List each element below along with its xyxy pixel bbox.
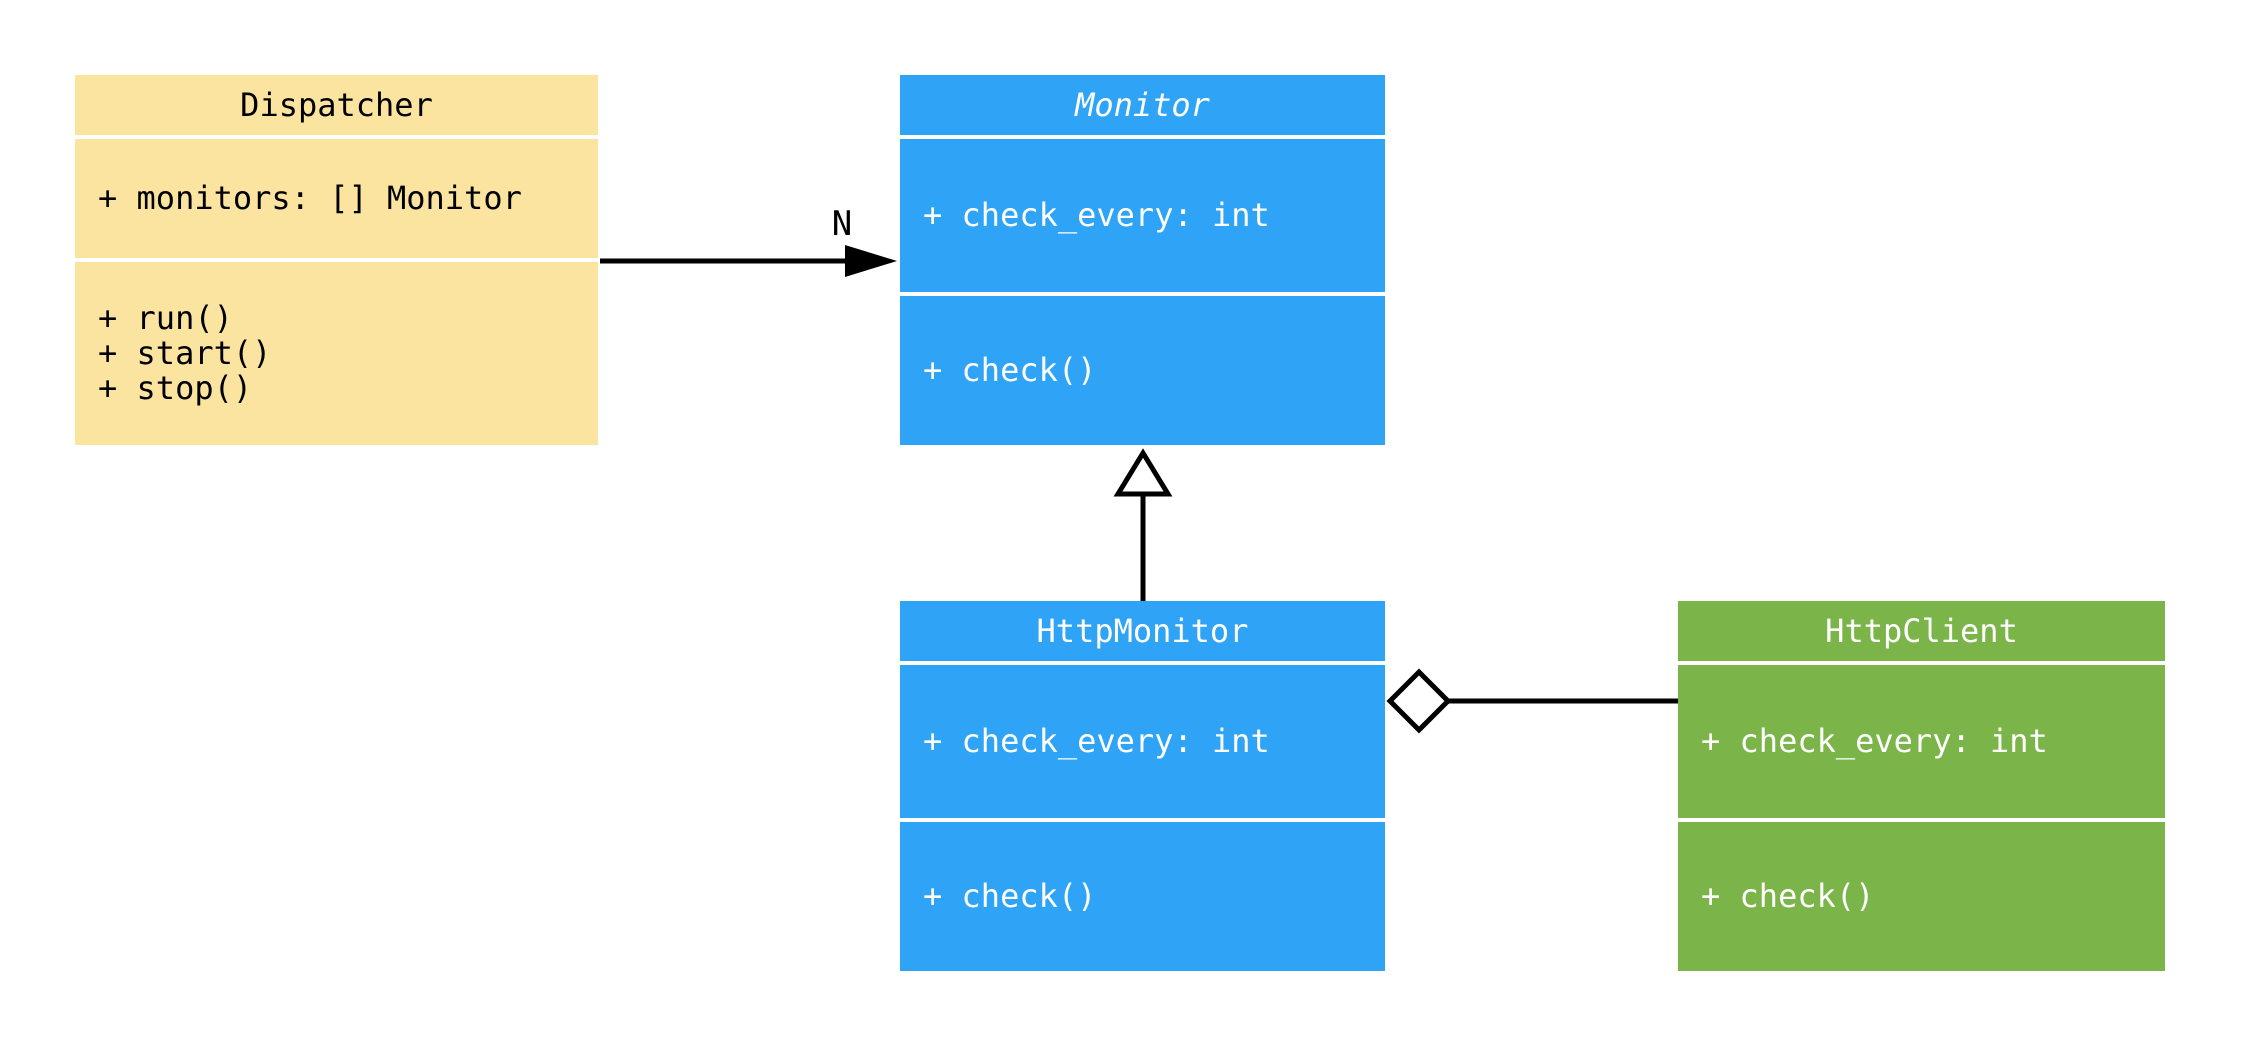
class-attributes-httpmonitor: + check_every: int bbox=[900, 665, 1385, 818]
class-box-dispatcher: Dispatcher + monitors: [] Monitor + run(… bbox=[75, 75, 598, 445]
class-title-dispatcher: Dispatcher bbox=[75, 75, 598, 135]
attribute-line: + check_every: int bbox=[923, 195, 1270, 234]
class-attributes-monitor: + check_every: int bbox=[900, 139, 1385, 292]
multiplicity-label: N bbox=[831, 204, 853, 244]
attribute-line: + monitors: [] Monitor bbox=[98, 178, 522, 217]
class-methods-httpmonitor: + check() bbox=[900, 822, 1385, 971]
method-line: + stop() bbox=[98, 369, 253, 408]
class-box-httpmonitor: HttpMonitor + check_every: int + check() bbox=[900, 601, 1385, 971]
method-line: + start() bbox=[98, 333, 272, 372]
inheritance-triangle-icon bbox=[1113, 448, 1173, 497]
class-attributes-dispatcher: + monitors: [] Monitor bbox=[75, 139, 598, 258]
aggregation-diamond-icon bbox=[1386, 668, 1452, 734]
method-line: + check() bbox=[1701, 876, 1875, 915]
class-title-httpmonitor: HttpMonitor bbox=[900, 601, 1385, 661]
class-methods-httpclient: + check() bbox=[1678, 822, 2165, 971]
attribute-line: + check_every: int bbox=[1701, 721, 2048, 760]
aggregation-link-httpmonitor-httpclient bbox=[1386, 668, 1678, 734]
association-arrow-dispatcher-monitor bbox=[600, 245, 897, 277]
class-methods-monitor: + check() bbox=[900, 296, 1385, 445]
class-title-monitor: Monitor bbox=[900, 75, 1385, 135]
class-attributes-httpclient: + check_every: int bbox=[1678, 665, 2165, 818]
class-box-httpclient: HttpClient + check_every: int + check() bbox=[1678, 601, 2165, 971]
arrowhead-icon bbox=[845, 245, 897, 277]
method-line: + check() bbox=[923, 350, 1097, 389]
method-line: + run() bbox=[98, 298, 233, 337]
attribute-line: + check_every: int bbox=[923, 721, 1270, 760]
method-line: + check() bbox=[923, 876, 1097, 915]
class-title-httpclient: HttpClient bbox=[1678, 601, 2165, 661]
class-methods-dispatcher: + run() + start() + stop() bbox=[75, 262, 598, 445]
inheritance-arrow-httpmonitor-monitor bbox=[1113, 448, 1173, 601]
class-box-monitor: Monitor + check_every: int + check() bbox=[900, 75, 1385, 445]
